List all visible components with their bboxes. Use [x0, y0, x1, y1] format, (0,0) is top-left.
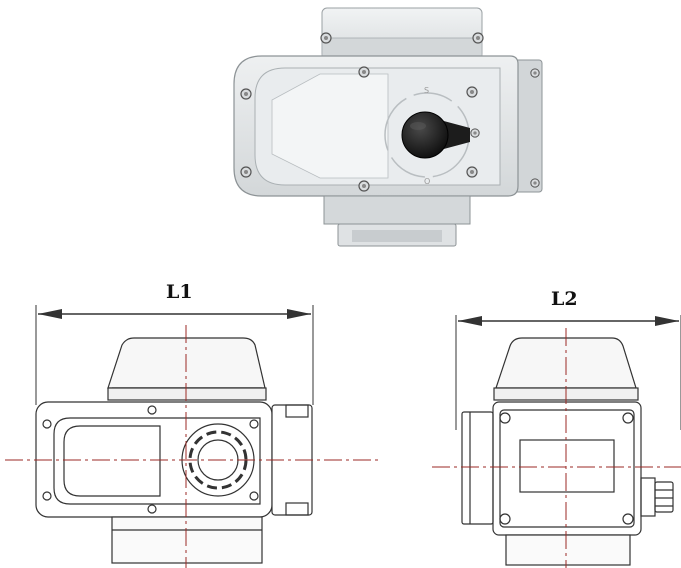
side-housing	[492, 401, 642, 536]
bolt-icon	[466, 166, 478, 178]
l2-label: L2	[551, 288, 578, 310]
svg-text:S: S	[424, 86, 429, 95]
actuator-photo: S O	[233, 7, 543, 247]
manual-override-knob-icon	[401, 111, 470, 159]
bolt-icon	[530, 68, 540, 78]
bolt-icon	[472, 32, 484, 44]
svg-text:O: O	[424, 177, 430, 186]
bolt-icon	[358, 180, 370, 192]
bolt-icon	[240, 88, 252, 100]
bolt-icon	[466, 86, 478, 98]
bolt-icon	[358, 66, 370, 78]
front-view-drawing	[5, 305, 380, 568]
bolt-icon	[320, 32, 332, 44]
side-view-drawing	[432, 315, 681, 568]
base-block	[323, 195, 471, 225]
bolt-icon	[530, 178, 540, 188]
bolt-icon	[240, 166, 252, 178]
bolt-icon	[470, 128, 480, 138]
l1-label: L1	[166, 281, 193, 303]
